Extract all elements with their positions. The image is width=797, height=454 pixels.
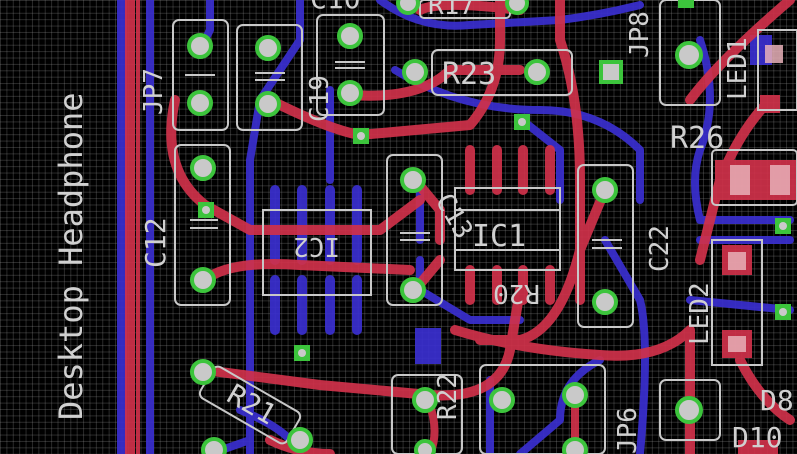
label-c10: C10 (310, 0, 361, 15)
label-c12: C12 (139, 217, 172, 268)
label-jp7: JP7 (139, 68, 169, 115)
through-hole-pads (187, 0, 791, 454)
label-c19: C19 (305, 75, 335, 122)
label-r17: R17 (428, 0, 475, 21)
label-r26: R26 (670, 121, 724, 156)
label-jp8: JP8 (625, 11, 655, 58)
label-ic2: IC2 (293, 231, 340, 261)
label-led1: LED1 (723, 37, 753, 100)
label-led2: LED2 (685, 282, 715, 345)
component-labels: Desktop Headphone JP7 C10 R17 JP8 LED1 R… (52, 0, 794, 454)
label-r22: R22 (433, 373, 463, 420)
label-r23: R23 (442, 57, 496, 92)
top-copper-layer (125, 0, 797, 454)
label-c22: C22 (645, 225, 675, 272)
smd-pads (728, 45, 790, 352)
label-r20: R20 (493, 278, 540, 308)
label-ic1: IC1 (472, 219, 526, 254)
board-title: Desktop Headphone (52, 92, 90, 420)
label-d8: D8 (760, 384, 794, 417)
label-jp6: JP6 (613, 407, 643, 454)
label-d10: D10 (732, 421, 783, 454)
